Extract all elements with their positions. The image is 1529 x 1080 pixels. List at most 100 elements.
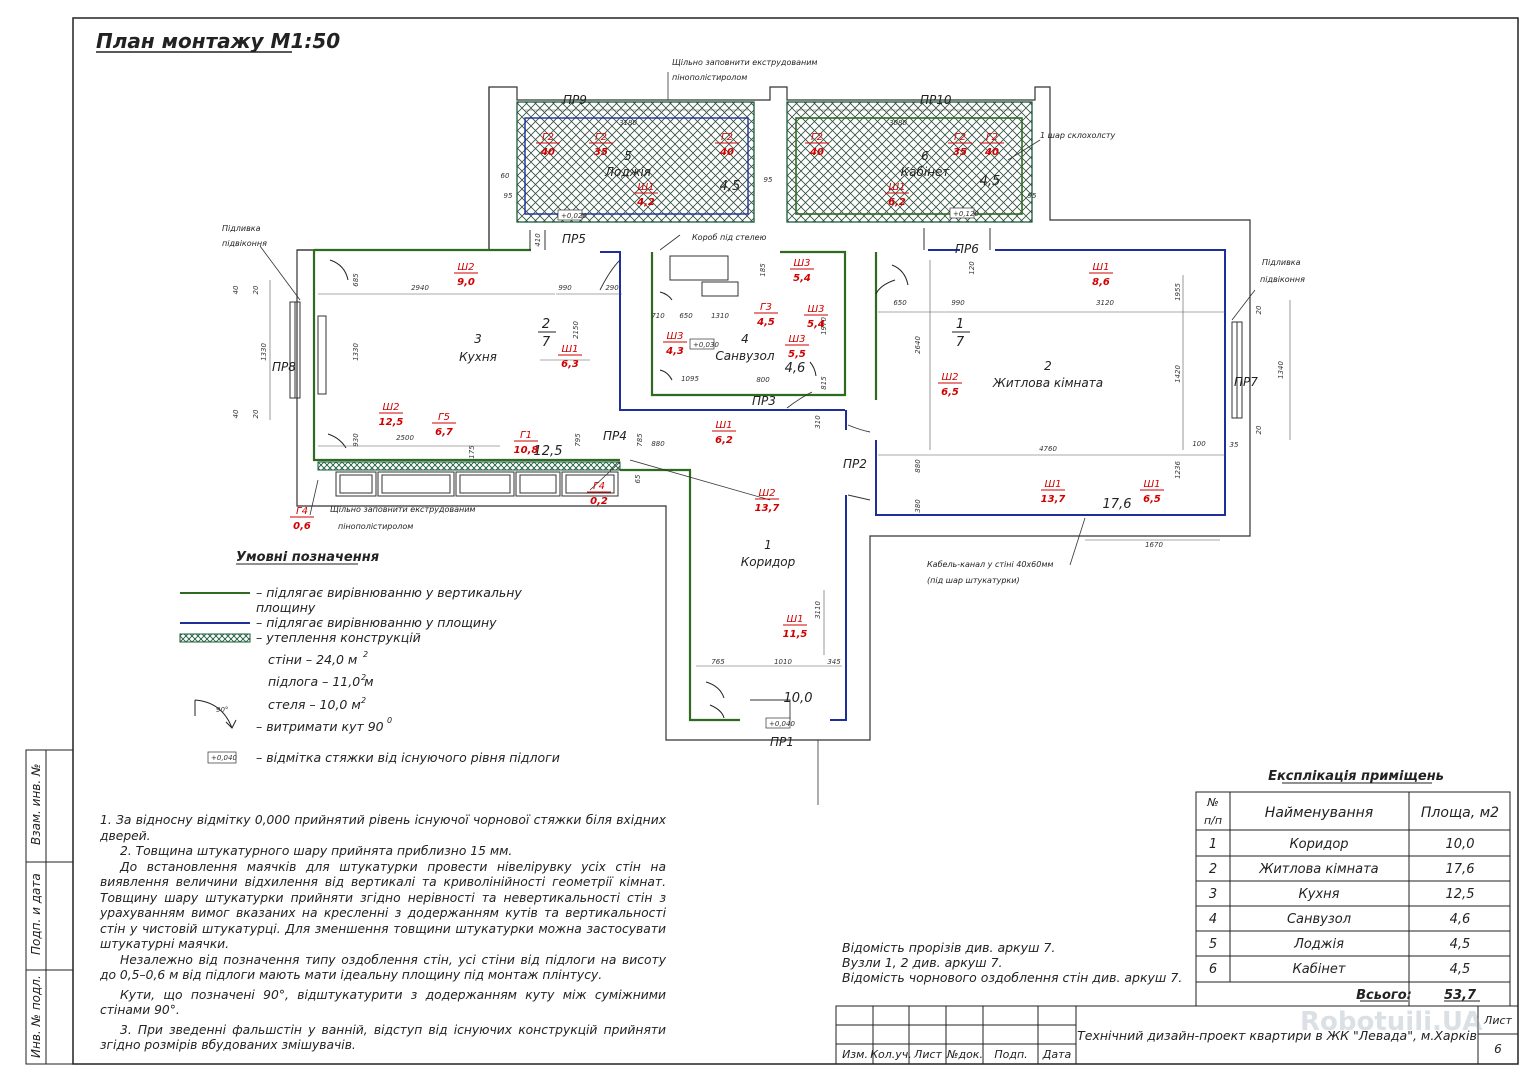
svg-text:Санвузол: Санвузол <box>715 349 774 363</box>
sheet-frame <box>72 17 1519 1065</box>
legend-title: Умовні позначення <box>236 550 379 565</box>
finish-tag: Г40,6 <box>290 506 314 532</box>
dimension-value: 785 <box>636 433 644 447</box>
explication-title: Експлікація приміщень <box>1268 769 1444 784</box>
svg-text:0,6: 0,6 <box>293 521 311 532</box>
dimension-value: 2640 <box>914 336 922 354</box>
dimension-value: 3180 <box>619 119 637 127</box>
svg-text:1: 1 <box>764 538 772 552</box>
svg-text:4,5: 4,5 <box>756 317 775 328</box>
dimension-value: 185 <box>759 263 767 277</box>
finish-tag: Ш29,0 <box>454 262 478 288</box>
svg-text:40: 40 <box>984 147 999 158</box>
svg-text:– відмітка стяжки від існуючог: – відмітка стяжки від існуючого рівня пі… <box>256 750 560 765</box>
svg-text:Г2: Г2 <box>954 132 966 143</box>
svg-text:40: 40 <box>540 147 555 158</box>
svg-text:10,8: 10,8 <box>514 445 539 456</box>
svg-text:2: 2 <box>1209 862 1217 877</box>
svg-text:4,6: 4,6 <box>1450 912 1471 927</box>
svg-text:Г5: Г5 <box>438 412 450 423</box>
dimension-value: 930 <box>352 433 360 447</box>
svg-text:9,0: 9,0 <box>457 277 475 288</box>
dimension-value: 1420 <box>1174 365 1182 383</box>
svg-text:Площа, м2: Площа, м2 <box>1421 805 1499 821</box>
svg-text:Короб під стелею: Короб під стелею <box>692 233 767 242</box>
finish-tag: Ш26,5 <box>938 372 962 398</box>
dimension-value: 3120 <box>1096 299 1114 307</box>
dimension-value: 1310 <box>711 312 729 320</box>
dimension-value: 35 <box>1230 441 1239 449</box>
finish-tag: Ш35,4 <box>790 258 814 284</box>
svg-text:3: 3 <box>474 332 482 346</box>
dimension-value: 2500 <box>396 434 414 442</box>
level-marks: +0,020 +0,120 +0,030 +0,040 <box>557 207 979 729</box>
dimension-value: 95 <box>504 192 513 200</box>
legend-mark-symbol <box>207 751 237 764</box>
svg-text:– утеплення конструкцій: – утеплення конструкцій <box>256 630 421 645</box>
room-labels: 5 Лоджія 4,5 6 Кабінет 4,5 3 Кухня 12,5 … <box>459 149 1131 706</box>
svg-text:Г4: Г4 <box>593 481 605 492</box>
dimension-value: 120 <box>968 261 976 275</box>
svg-text:ПР5: ПР5 <box>562 232 586 246</box>
svg-text:2: 2 <box>361 673 366 682</box>
svg-text:5,5: 5,5 <box>788 349 806 360</box>
dimension-value: 1330 <box>352 343 360 361</box>
dimension-value: 175 <box>468 445 476 459</box>
svg-text:Ш1: Ш1 <box>637 182 654 193</box>
svg-text:Ш1: Ш1 <box>1044 479 1061 490</box>
note-4: Незалежно від позначення типу оздоблення… <box>100 952 666 983</box>
svg-text:№: № <box>1206 796 1218 809</box>
dimension-value: 2150 <box>572 321 580 339</box>
dimension-value: 990 <box>951 299 965 307</box>
dimension-value: 95 <box>1028 192 1037 200</box>
finish-tag: Ш35,5 <box>785 334 809 360</box>
watermark: Robotuili.UA <box>1300 1007 1482 1037</box>
svg-text:Г2: Г2 <box>811 132 823 143</box>
svg-text:Ш1: Ш1 <box>715 420 732 431</box>
dimension-value: 20 <box>252 285 260 294</box>
svg-text:6: 6 <box>1209 962 1217 977</box>
svg-text:Ш2: Ш2 <box>382 402 399 413</box>
svg-text:35: 35 <box>594 147 608 158</box>
svg-text:Кухня: Кухня <box>459 350 497 364</box>
windows <box>289 228 1243 419</box>
note-3: До встановлення маячків для штукатурки п… <box>100 859 666 952</box>
svg-text:Подп.: Подп. <box>994 1048 1027 1061</box>
svg-text:п/п: п/п <box>1204 814 1222 827</box>
dimension-value: 765 <box>711 658 725 666</box>
svg-text:53,7: 53,7 <box>1444 988 1477 1003</box>
cabinet-insulation <box>786 101 1033 223</box>
finish-tag: Г40,2 <box>587 481 611 507</box>
svg-text:4,5: 4,5 <box>980 174 1001 189</box>
svg-text:Ш3: Ш3 <box>666 331 683 342</box>
svg-text:7: 7 <box>956 335 965 350</box>
svg-text:4,5: 4,5 <box>720 179 741 194</box>
svg-text:6,3: 6,3 <box>561 359 579 370</box>
svg-text:підвіконня: підвіконня <box>1260 275 1305 284</box>
svg-text:Кабель-канал у стіні 40х60мм: Кабель-канал у стіні 40х60мм <box>927 560 1053 569</box>
ref-nodes: Вузли 1, 2 див. аркуш 7. <box>842 955 1003 970</box>
svg-text:пінополістиролом: пінополістиролом <box>672 73 747 82</box>
svg-text:4,6: 4,6 <box>785 361 806 376</box>
svg-text:Ш1: Ш1 <box>1143 479 1160 490</box>
svg-text:Дата: Дата <box>1042 1048 1072 1061</box>
svg-text:Лоджія: Лоджія <box>1293 937 1344 952</box>
svg-text:12,5: 12,5 <box>1446 887 1475 902</box>
finish-tag: Ш16,3 <box>558 344 582 370</box>
svg-text:6,2: 6,2 <box>888 197 906 208</box>
dimension-value: 710 <box>651 312 665 320</box>
loggia-insulation <box>516 101 755 223</box>
finish-tag: Ш1 13,7 <box>1041 479 1066 505</box>
svg-text:Щільно заповнити екструдованим: Щільно заповнити екструдованим <box>330 505 475 514</box>
svg-text:4,5: 4,5 <box>1450 937 1471 952</box>
dimension-value: 1236 <box>1174 461 1182 479</box>
dimension-value: 3110 <box>814 601 822 619</box>
dimension-value: 40 <box>232 409 240 418</box>
svg-text:стіни – 24,0 м: стіни – 24,0 м <box>268 652 357 667</box>
svg-text:13,7: 13,7 <box>1041 494 1066 505</box>
dimension-lines <box>269 109 1291 667</box>
svg-text:площину: площину <box>256 600 316 615</box>
side-stamp: Взам. инв. № Подп. и дата Инв. № подл. <box>25 749 74 1065</box>
